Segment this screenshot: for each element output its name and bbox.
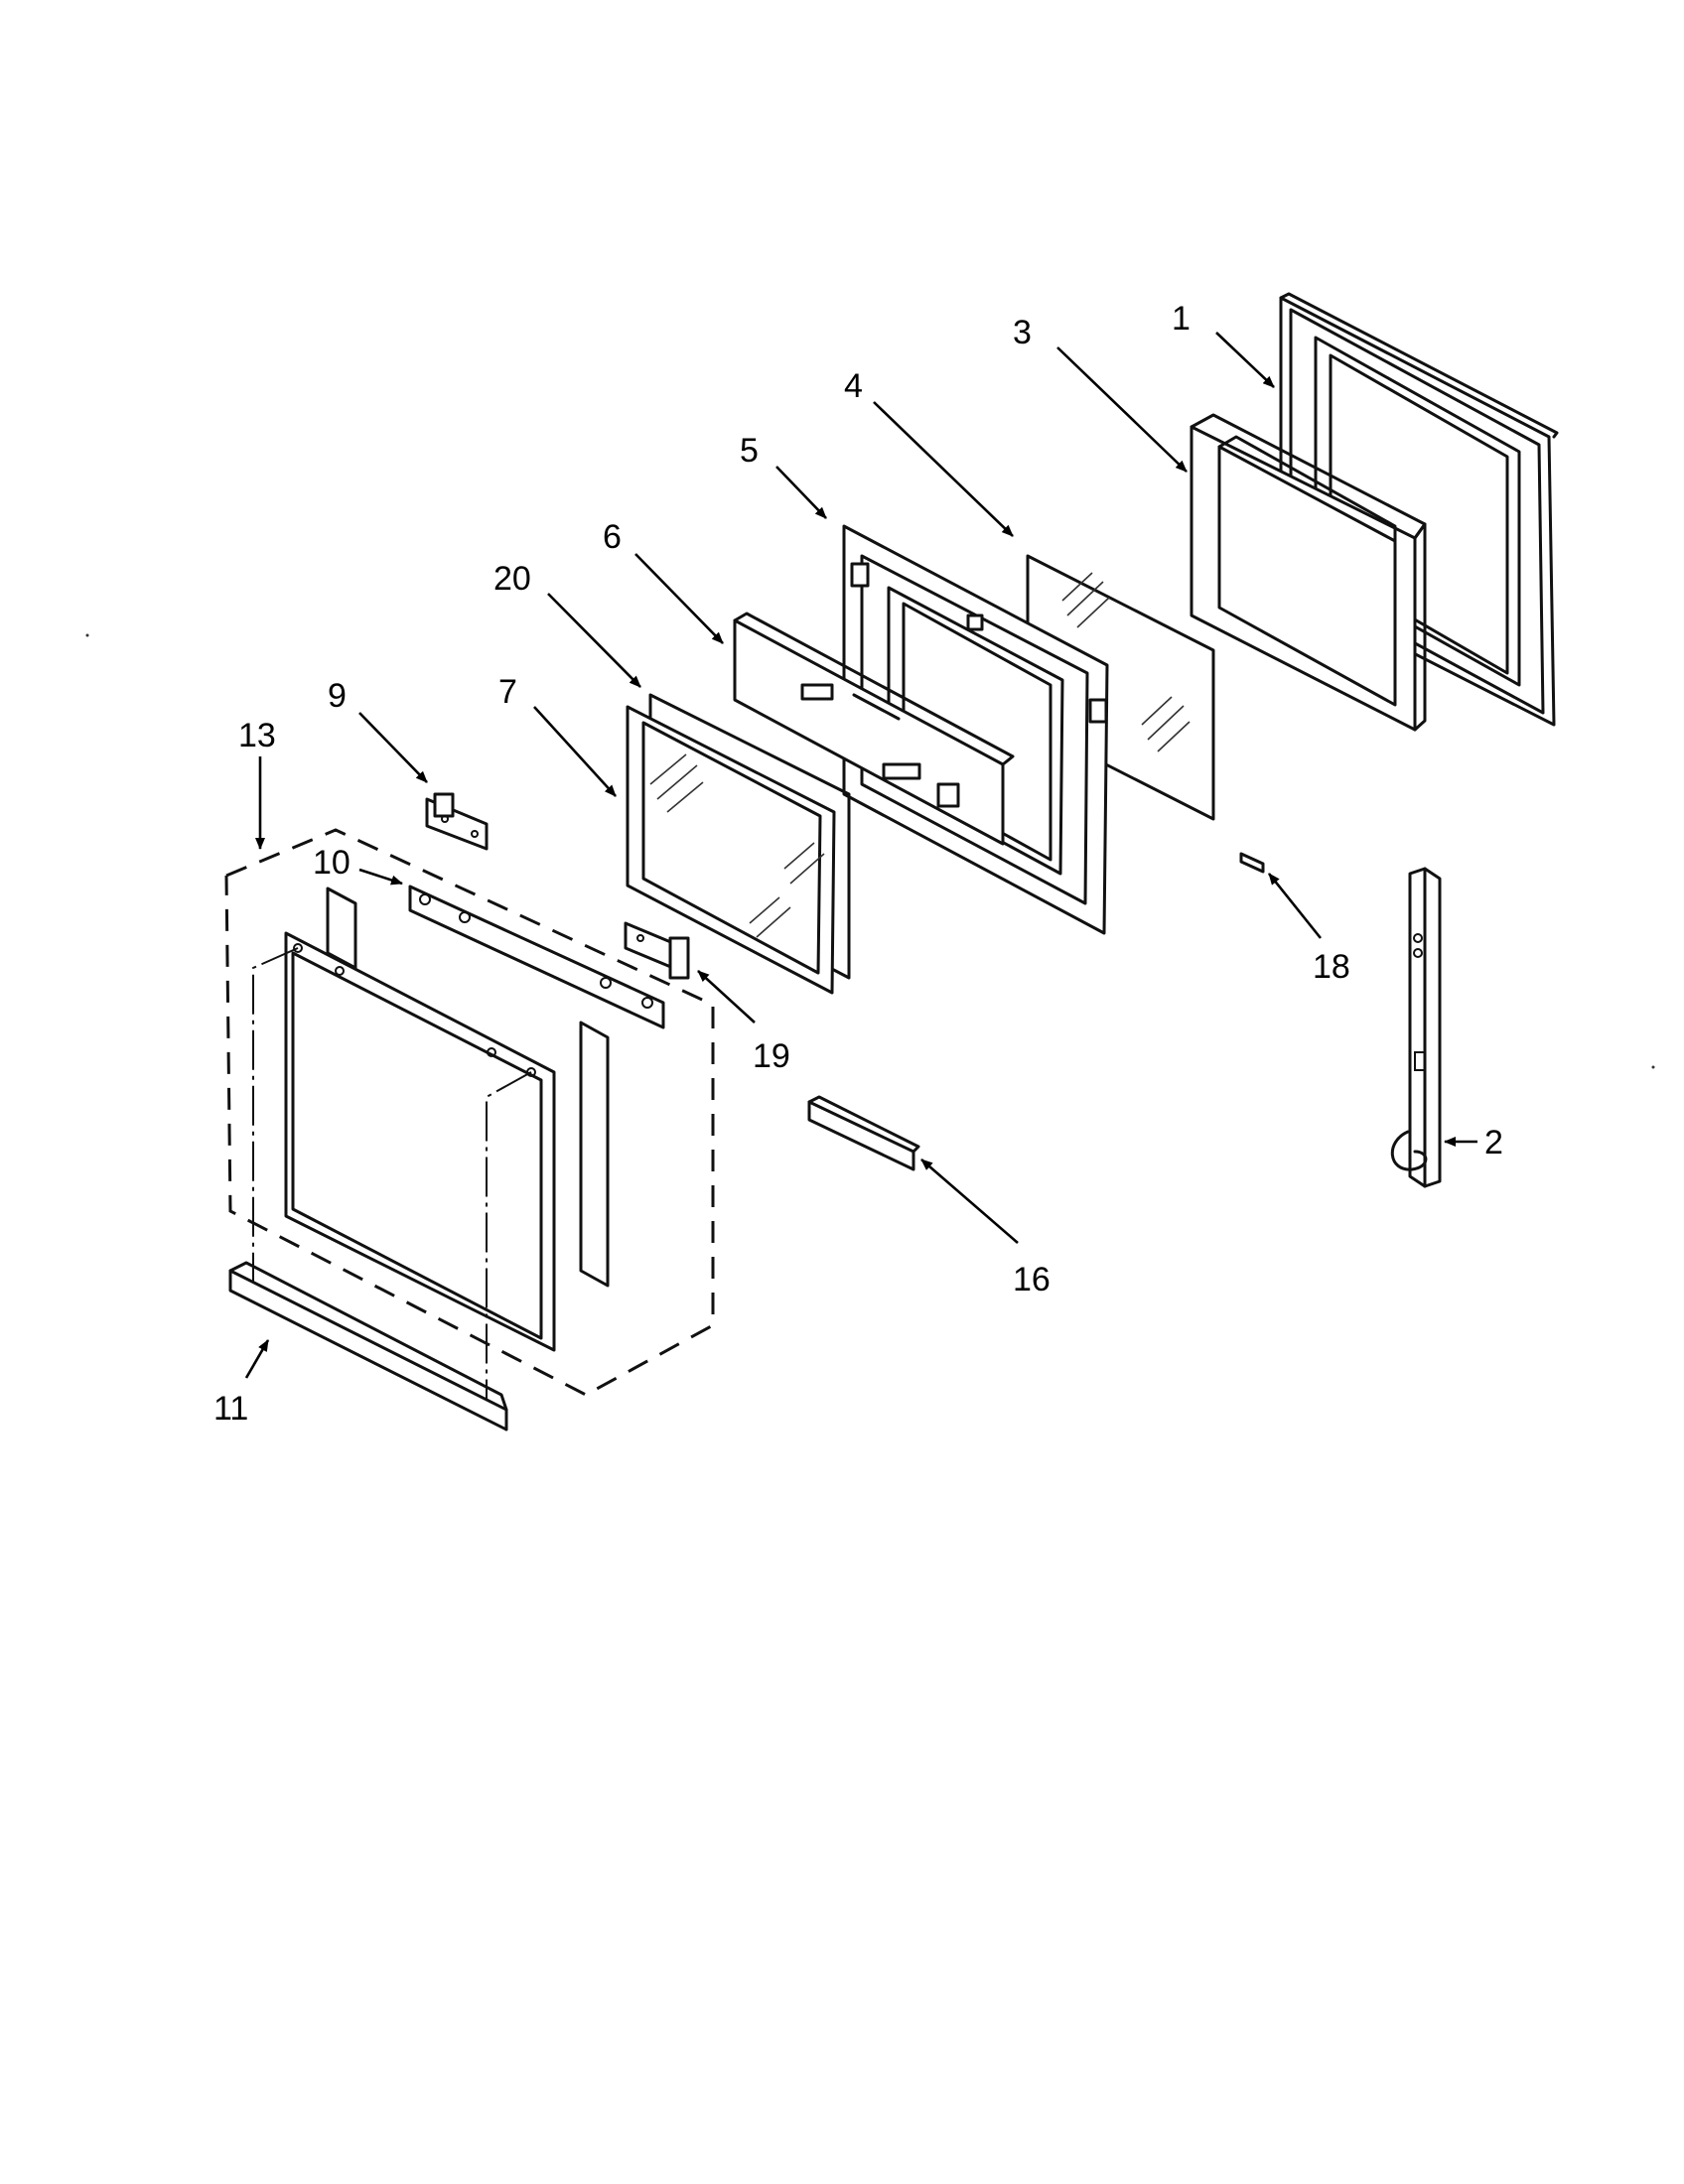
part-19-hinge-bracket	[624, 921, 690, 980]
callout-20: 20	[493, 560, 531, 598]
alignment-lines	[252, 947, 532, 1400]
callout-16: 16	[1013, 1261, 1051, 1298]
part-18-clip	[1239, 852, 1265, 874]
part-16-seal-strip	[807, 1095, 920, 1171]
part-11-bottom-trim	[228, 1261, 508, 1432]
callout-7: 7	[498, 673, 517, 711]
callout-2: 2	[1484, 1124, 1503, 1161]
callout-5: 5	[740, 432, 759, 470]
part-3-door-frame	[1190, 413, 1427, 732]
callout-4: 4	[844, 367, 863, 405]
callout-9: 9	[328, 677, 347, 715]
part-9-hinge-bracket	[425, 792, 489, 851]
side-trim-strips	[326, 887, 610, 1288]
callout-13: 13	[238, 717, 276, 754]
callout-11: 11	[213, 1390, 248, 1428]
callout-19: 19	[753, 1037, 790, 1075]
callout-3: 3	[1013, 314, 1032, 351]
callout-1: 1	[1172, 300, 1191, 338]
part-2-hinge-arm	[1390, 867, 1442, 1188]
part-13-door-assembly-outline	[224, 828, 715, 1397]
stray-marks	[85, 633, 1655, 1069]
part-10-hinge-strip	[408, 885, 665, 1029]
leader-arrows	[244, 332, 1477, 1379]
callout-labels: 1 2 3 4 5 6 7 9 10 11 13 16 18 19 20	[213, 300, 1503, 1428]
callout-10: 10	[313, 844, 351, 882]
callout-18: 18	[1313, 948, 1350, 986]
part-6-baffle-plate	[733, 612, 1015, 846]
callout-6: 6	[603, 518, 622, 556]
part-7-window-glass	[626, 705, 836, 995]
door-front-panel	[284, 931, 556, 1352]
